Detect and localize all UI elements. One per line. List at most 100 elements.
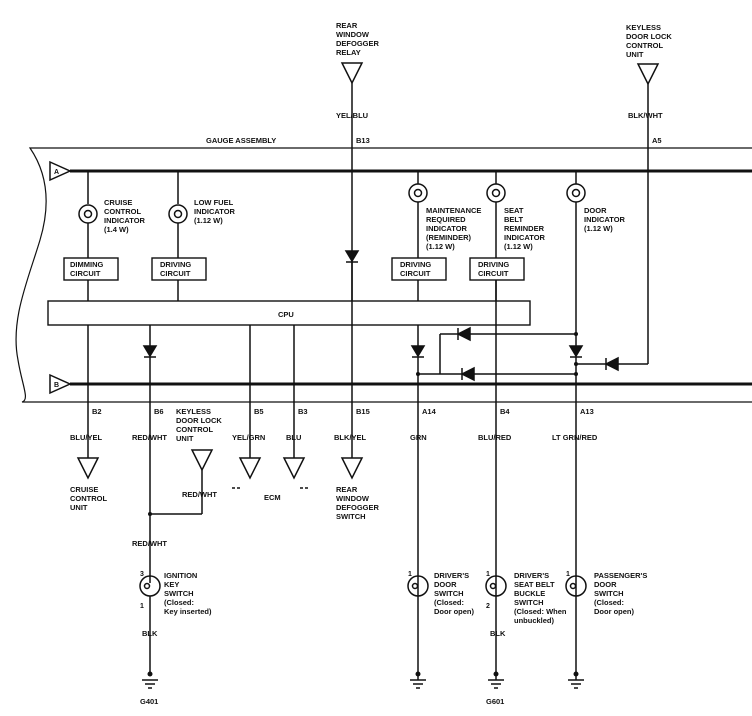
wire-blu: BLU <box>286 433 301 442</box>
wire-grn: GRN <box>410 433 427 442</box>
svg-text:DEFOGGER: DEFOGGER <box>336 503 380 512</box>
wire-blu-red: BLU/RED <box>478 433 512 442</box>
wire-lt-grn-red: LT GRN/RED <box>552 433 598 442</box>
driving-label-1a: DRIVING <box>160 260 191 269</box>
svg-text:1: 1 <box>140 603 144 610</box>
svg-text:(1.12 W): (1.12 W) <box>194 216 223 225</box>
svg-text:INDICATOR: INDICATOR <box>194 207 236 216</box>
diode-keyless <box>604 356 619 372</box>
ground-576 <box>568 671 584 689</box>
diode-lower-network <box>460 366 475 382</box>
diode-b13 <box>344 250 360 263</box>
svg-text:G601: G601 <box>486 697 504 706</box>
svg-text:Door open): Door open) <box>594 607 634 616</box>
svg-text:DRIVER'S: DRIVER'S <box>514 571 549 580</box>
svg-text:(1.12 W): (1.12 W) <box>584 224 613 233</box>
svg-text:unbuckled): unbuckled) <box>514 616 555 625</box>
pin-a5: A5 <box>652 136 662 145</box>
svg-text:UNIT: UNIT <box>626 50 644 59</box>
svg-text:CONTROL: CONTROL <box>104 207 141 216</box>
svg-text:1: 1 <box>486 571 490 578</box>
diode-a14 <box>410 345 426 358</box>
pin-b13: B13 <box>356 136 370 145</box>
svg-text:WINDOW: WINDOW <box>336 494 370 503</box>
driving-label-2a: DRIVING <box>400 260 431 269</box>
wire-blk-2: BLK <box>490 629 506 638</box>
svg-text:CRUISE: CRUISE <box>70 485 98 494</box>
driving-label-3a: DRIVING <box>478 260 509 269</box>
svg-text:1: 1 <box>566 571 570 578</box>
gauge-assembly-label: GAUGE ASSEMBLY <box>206 136 276 145</box>
svg-text:(Closed:: (Closed: <box>164 598 194 607</box>
diode-a13 <box>568 345 584 358</box>
bus-b-label: B <box>54 382 59 389</box>
dimming-circuit <box>63 257 119 281</box>
svg-text:KEYLESS: KEYLESS <box>626 23 661 32</box>
svg-text:UNIT: UNIT <box>70 503 88 512</box>
pin-b6: B6 <box>154 407 164 416</box>
keyless-door-lock-control-unit-bottom: KEYLESS DOOR LOCK CONTROL UNIT RED/WHT <box>148 407 222 516</box>
seat-belt-reminder-indicator: SEAT BELT REMINDER INDICATOR (1.12 W) <box>486 171 546 258</box>
cpu-label: CPU <box>278 310 294 319</box>
pin-b15: B15 <box>356 407 370 416</box>
svg-text:SWITCH: SWITCH <box>434 589 464 598</box>
drivers-seat-belt-buckle-switch: 1 2 DRIVER'S SEAT BELT BUCKLE SWITCH (Cl… <box>485 571 567 625</box>
svg-text:BUCKLE: BUCKLE <box>514 589 545 598</box>
svg-text:(1.12 W): (1.12 W) <box>504 242 533 251</box>
driving-circuit-3 <box>469 257 525 281</box>
pin-b4: B4 <box>500 407 510 416</box>
driving-label-2b: CIRCUIT <box>400 269 431 278</box>
svg-text:DOOR LOCK: DOOR LOCK <box>626 32 672 41</box>
svg-text:ECM: ECM <box>264 493 281 502</box>
ground-g601: G601 <box>486 671 504 706</box>
svg-text:REQUIRED: REQUIRED <box>426 215 466 224</box>
svg-text:CRUISE: CRUISE <box>104 198 132 207</box>
svg-text:SEAT BELT: SEAT BELT <box>514 580 555 589</box>
driving-label-1b: CIRCUIT <box>160 269 191 278</box>
keyless-wire: BLK/WHT <box>628 111 663 120</box>
svg-text:3: 3 <box>140 571 144 578</box>
svg-text:DOOR: DOOR <box>594 580 617 589</box>
door-indicator: DOOR INDICATOR (1.12 W) <box>566 171 626 334</box>
diode-b6 <box>142 345 158 358</box>
svg-text:G401: G401 <box>140 697 158 706</box>
pin-a14: A14 <box>422 407 437 416</box>
svg-text:(Closed:: (Closed: <box>594 598 624 607</box>
svg-text:CONTROL: CONTROL <box>626 41 663 50</box>
pin-b5: B5 <box>254 407 264 416</box>
svg-text:UNIT: UNIT <box>176 434 194 443</box>
passengers-door-switch: 1 PASSENGER'S DOOR SWITCH (Closed: Door … <box>565 571 647 616</box>
pin-a13: A13 <box>580 407 594 416</box>
svg-text:(REMINDER): (REMINDER) <box>426 233 471 242</box>
wire-blk-yel: BLK/YEL <box>334 433 367 442</box>
wire-red-wht-1: RED/WHT <box>132 433 167 442</box>
svg-text:(Closed: When: (Closed: When <box>514 607 567 616</box>
bus-b-connector <box>49 373 72 395</box>
bus-a-label: A <box>54 169 59 176</box>
svg-text:KEY: KEY <box>164 580 179 589</box>
svg-text:CONTROL: CONTROL <box>176 425 213 434</box>
svg-text:SEAT: SEAT <box>504 206 524 215</box>
svg-text:CONTROL: CONTROL <box>70 494 107 503</box>
dimming-label: DIMMING <box>70 260 103 269</box>
svg-text:DEFOGGER: DEFOGGER <box>336 39 380 48</box>
svg-text:INDICATOR: INDICATOR <box>104 216 146 225</box>
svg-text:INDICATOR: INDICATOR <box>504 233 546 242</box>
svg-text:2: 2 <box>486 603 490 610</box>
keyless-door-lock-control-unit-top: KEYLESS DOOR LOCK CONTROL UNIT <box>626 23 672 86</box>
svg-text:SWITCH: SWITCH <box>336 512 366 521</box>
svg-text:SWITCH: SWITCH <box>514 598 544 607</box>
svg-text:(Closed:: (Closed: <box>434 598 464 607</box>
driving-label-3b: CIRCUIT <box>478 269 509 278</box>
ecm-connectors: ECM <box>232 457 310 502</box>
cruise-control-unit: CRUISE CONTROL UNIT <box>70 457 107 512</box>
svg-text:1: 1 <box>408 571 412 578</box>
svg-text:DRIVER'S: DRIVER'S <box>434 571 469 580</box>
gauge-assembly-frame <box>15 147 752 403</box>
cruise-control-indicator: CRUISE CONTROL INDICATOR (1.4 W) <box>78 171 146 258</box>
svg-text:BELT: BELT <box>504 215 523 224</box>
pin-b2: B2 <box>92 407 102 416</box>
defogger-relay-wire: YEL/BLU <box>336 111 368 120</box>
svg-text:REMINDER: REMINDER <box>504 224 545 233</box>
